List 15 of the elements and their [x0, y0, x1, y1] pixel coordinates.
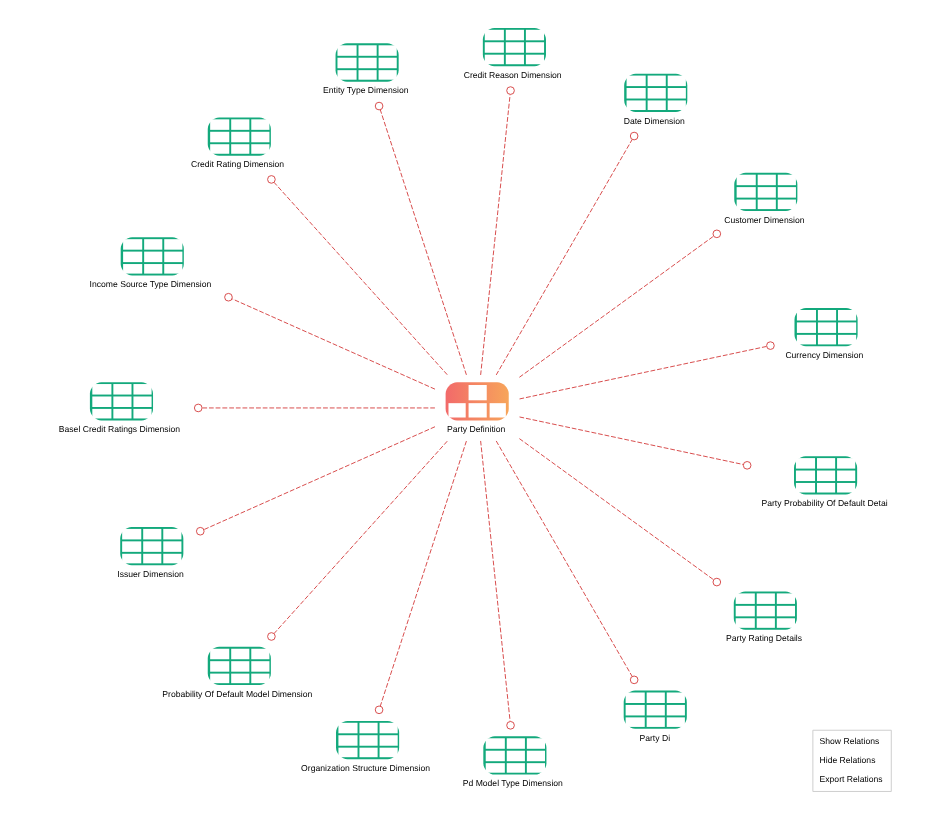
connector	[224, 292, 436, 390]
connector	[374, 101, 467, 376]
connector	[267, 175, 448, 376]
connector	[480, 440, 515, 730]
connector	[518, 438, 722, 587]
connector	[193, 403, 436, 413]
connector	[495, 440, 639, 685]
connector	[374, 440, 467, 715]
connector	[519, 416, 752, 470]
connector	[519, 341, 775, 400]
connector	[196, 426, 436, 536]
connector	[518, 229, 722, 378]
connector	[267, 440, 448, 641]
connector	[480, 86, 515, 376]
connector	[495, 131, 639, 376]
